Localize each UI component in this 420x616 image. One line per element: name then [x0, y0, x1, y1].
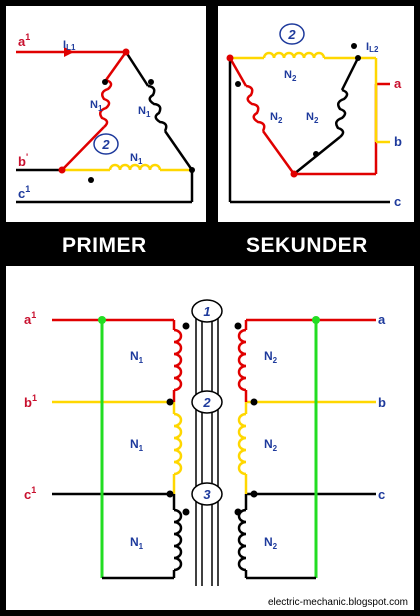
polarity-dot: [250, 490, 258, 498]
coil-label-right: N2: [306, 111, 319, 125]
primary-delta-diagram: 2 a1 b' c1 IL1 N1 N1 N1: [16, 32, 195, 204]
coil-label-bottom: N1: [130, 152, 143, 166]
polarity-dot: [351, 43, 357, 49]
secondary-terminal-b-label: b: [378, 395, 386, 410]
primary-terminal-b-label: b1: [24, 393, 37, 410]
primary-terminal-a-label: a1: [24, 310, 36, 327]
node-c: [189, 167, 195, 173]
primary-coil-bottom: [108, 163, 162, 171]
core-number-badge: [93, 133, 119, 155]
terminal-a-label: a: [394, 76, 402, 91]
core-number-badge: [279, 23, 305, 45]
neutral-node: [312, 316, 320, 324]
polarity-dot: [182, 322, 190, 330]
primary-coil-label: N1: [130, 437, 144, 453]
secondary-coil-1: [237, 328, 247, 392]
primary-delta-panel: 2 a1 b' c1 IL1 N1 N1 N1: [6, 6, 206, 222]
secondary-coil-3: [237, 508, 247, 572]
terminal-b-label: b': [18, 152, 28, 169]
polarity-dot: [166, 490, 174, 498]
watermark: electric-mechanic.blogspot.com: [268, 597, 408, 608]
polarity-dot: [234, 322, 242, 330]
phase-number: 1: [203, 304, 210, 319]
polarity-dot: [148, 79, 154, 85]
primary-coil-right: [147, 84, 168, 132]
phase-number: 3: [203, 487, 211, 502]
primary-terminal-c-label: c1: [24, 485, 36, 502]
node: [226, 54, 234, 62]
polarity-dot: [250, 398, 258, 406]
secondary-caption: SEKUNDER: [246, 234, 368, 257]
polarity-dot: [234, 508, 242, 516]
node-b: [58, 166, 66, 174]
polarity-dot: [182, 508, 190, 516]
coil-label-left: N2: [270, 111, 283, 125]
primary-coil-label: N1: [130, 349, 144, 365]
terminal-c-label: c1: [18, 184, 30, 201]
coil-label-left: N1: [90, 99, 103, 113]
coil-label-top: N2: [284, 69, 297, 83]
secondary-terminal-a-label: a: [378, 312, 386, 327]
secondary-coil-left: [245, 84, 266, 132]
terminal-a-label: a1: [18, 32, 30, 49]
primary-coil-2: [173, 412, 183, 476]
secondary-coil-2: [237, 412, 247, 476]
secondary-delta-panel: 2 IL2 N2 N2 N2 a b c: [218, 6, 414, 222]
neutral-node: [98, 316, 106, 324]
secondary-coil-right: [334, 88, 349, 138]
primary-coil-1: [173, 328, 183, 392]
polarity-dot: [88, 177, 94, 183]
current-label: IL1: [63, 39, 76, 52]
primary-coil-label: N1: [130, 535, 144, 551]
coil-label-right: N1: [138, 105, 151, 119]
primary-caption: PRIMER: [62, 234, 147, 257]
secondary-terminal-c-label: c: [378, 487, 385, 502]
terminal-b-label: b: [394, 134, 402, 149]
core-number: 2: [287, 27, 296, 42]
phase-3-badge: [191, 482, 223, 506]
current-label: IL2: [366, 41, 379, 54]
primary-coil-3: [173, 508, 183, 572]
phase-1-badge: [191, 299, 223, 323]
node: [355, 55, 361, 61]
secondary-coil-label: N2: [264, 437, 278, 453]
secondary-coil-top: [262, 51, 326, 59]
polarity-dot: [235, 81, 241, 87]
phase-2-badge: [191, 390, 223, 414]
current-arrow-icon: [64, 47, 74, 57]
secondary-delta-diagram: 2 IL2 N2 N2 N2 a b c: [226, 23, 402, 209]
transformer-windings-diagram: 1 2 3 a1 b1 c1 a b c N1 N1 N1 N2 N2 N2 e…: [24, 299, 408, 608]
primary-coil-left: [98, 78, 113, 128]
polarity-dot: [166, 398, 174, 406]
node: [290, 170, 298, 178]
transformer-windings-panel: 1 2 3 a1 b1 c1 a b c N1 N1 N1 N2 N2 N2 e…: [6, 266, 414, 610]
terminal-c-label: c: [394, 194, 401, 209]
phase-number: 2: [202, 395, 211, 410]
secondary-coil-label: N2: [264, 349, 278, 365]
node-a: [122, 48, 130, 56]
core-number: 2: [101, 137, 110, 152]
secondary-coil-label: N2: [264, 535, 278, 551]
polarity-dot: [313, 151, 319, 157]
polarity-dot: [102, 79, 108, 85]
